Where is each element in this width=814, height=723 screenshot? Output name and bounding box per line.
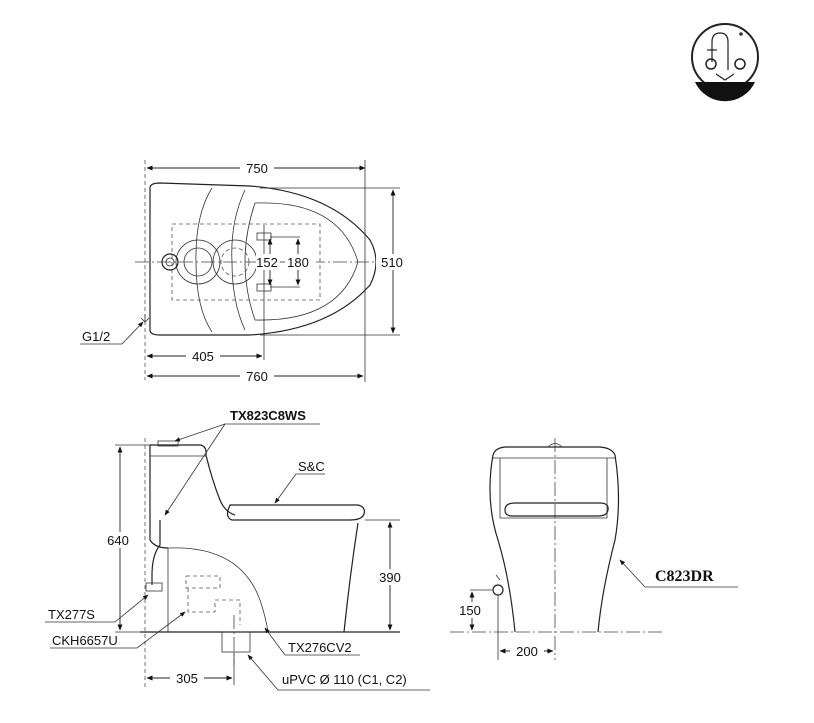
dim-seat-hole-outer: 180 [287, 255, 309, 270]
front-view: 150 200 C823DR [450, 438, 738, 660]
label-seat-cover: S&C [298, 459, 325, 474]
label-stop-valve: TX277S [48, 607, 95, 622]
label-flange: CKH6657U [52, 633, 118, 648]
side-view: 640 390 305 TX823C8WS S&C TX277S CKH6657… [45, 408, 430, 691]
dim-overall-width: 750 [246, 161, 268, 176]
dim-total-length: 760 [246, 369, 268, 384]
label-flush-button: TX823C8WS [230, 408, 306, 423]
faucet-water-saving-logo-icon [691, 23, 759, 102]
label-water-inlet: G1/2 [82, 329, 110, 344]
dim-overall-depth: 510 [381, 255, 403, 270]
label-model: C823DR [655, 568, 714, 585]
dim-outlet-distance: 405 [192, 349, 214, 364]
dim-inlet-offset: 200 [516, 644, 538, 659]
dim-height: 640 [107, 533, 129, 548]
label-floor-bolt: TX276CV2 [288, 640, 352, 655]
dim-inlet-height: 150 [459, 603, 481, 618]
top-view: 750 510 152 180 405 760 G1/2 [80, 160, 410, 384]
dim-seat-hole-inner: 152 [256, 255, 278, 270]
label-drain-pipe: uPVC Ø 110 (C1, C2) [282, 672, 407, 687]
dim-rough-in: 305 [176, 671, 198, 686]
dim-seat-height: 390 [379, 570, 401, 585]
